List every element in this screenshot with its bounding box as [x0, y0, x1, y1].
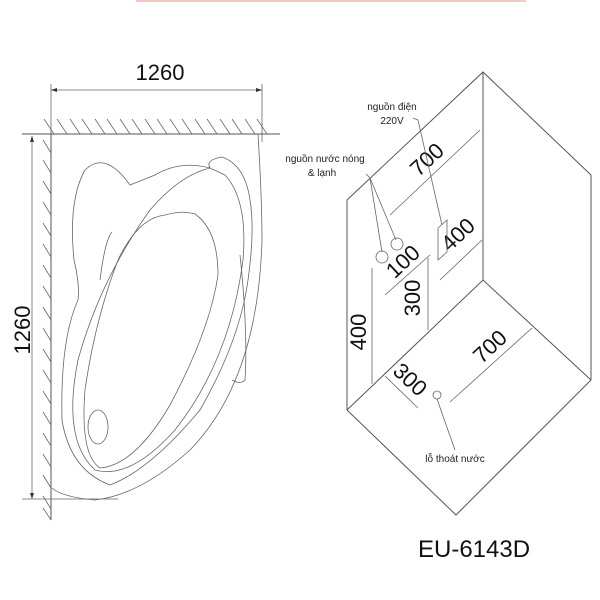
- tub-outer-shell: [61, 156, 253, 486]
- power-label: nguồn điện: [367, 101, 417, 113]
- drain-leader: [436, 398, 456, 451]
- water-leader-1: [365, 173, 383, 253]
- water-label-2: & lạnh: [308, 168, 336, 179]
- wall-top-edges: [346, 71, 592, 201]
- floor-front-edges: [346, 379, 592, 516]
- drain-outlet-icon: [87, 409, 109, 445]
- model-code: EU-6143D: [418, 536, 531, 563]
- tub-armrest-left: [99, 231, 113, 281]
- hot-water-pipe-icon: [390, 237, 404, 251]
- dim-400-left: 400: [346, 314, 371, 351]
- drain-label: lỗ thoát nước: [425, 452, 484, 465]
- power-socket-icon: [437, 219, 448, 261]
- dim-700-floor: 700: [468, 325, 512, 368]
- dim-300-vertical: 300: [400, 280, 425, 317]
- power-voltage-label: 220V: [380, 116, 404, 127]
- power-leader: [412, 117, 443, 226]
- water-label: nguồn nước nóng: [285, 153, 364, 165]
- dim-400-socket: 400: [436, 213, 480, 256]
- tub-basin: [83, 211, 219, 469]
- height-dimension-label: 1260: [10, 306, 35, 355]
- isometric-view: 700 400 100 300 400 700 300 nguồn đi: [285, 71, 592, 516]
- dim-100: 100: [381, 240, 425, 283]
- water-leader-2: [369, 177, 397, 241]
- top-accent-bar: [136, 0, 526, 2]
- drain-hole-icon: [432, 390, 442, 400]
- dim-700-floor-line: [449, 327, 533, 403]
- dim-700-top-line: [389, 129, 481, 216]
- width-dimension-label: 1260: [136, 60, 185, 85]
- tub-inner-rim: [72, 167, 245, 472]
- top-wall-hatch: [43, 118, 268, 135]
- dim-400-socket-line: [439, 239, 483, 281]
- floor-back-edges: [346, 279, 592, 411]
- dim-300-floor-line: [384, 375, 419, 409]
- tub-armrest-right: [231, 254, 247, 383]
- left-wall-hatch: [42, 139, 52, 521]
- tub-outer-rim: [51, 133, 263, 501]
- dim-100-line: [384, 254, 431, 296]
- top-view: 1260 1: [10, 60, 280, 521]
